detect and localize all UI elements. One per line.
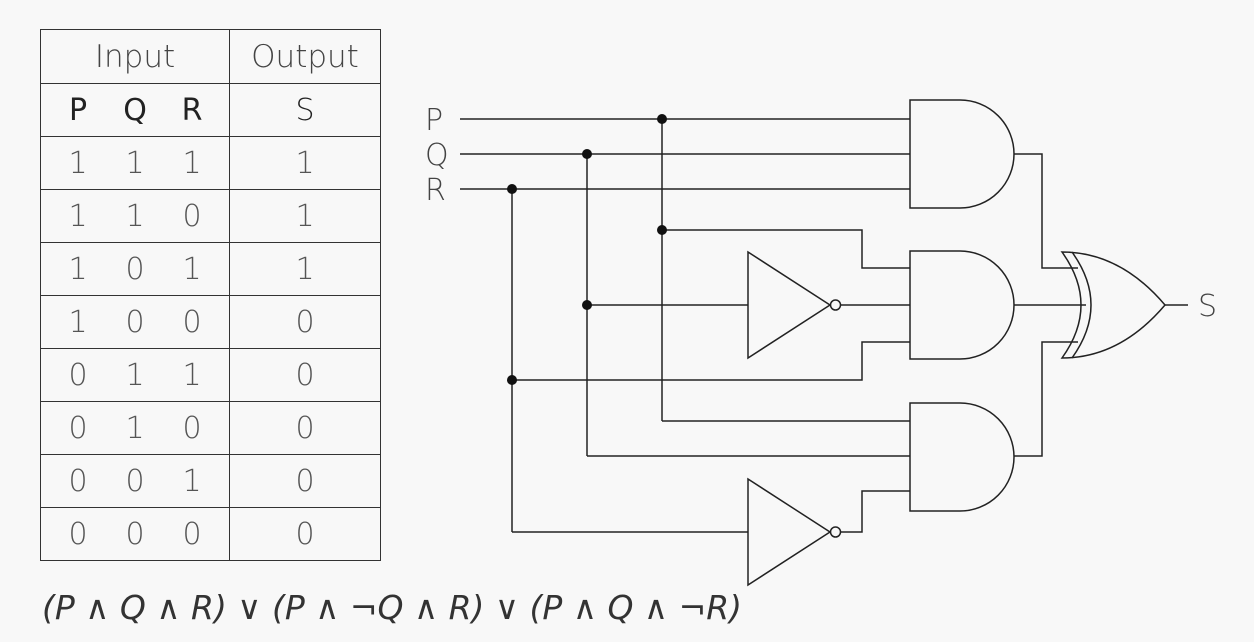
not-gate-1-bubble — [829, 299, 842, 311]
cell-q: 0 — [125, 463, 145, 499]
input-label-q: Q — [425, 138, 449, 173]
table-row: 1 1 0 1 — [40, 189, 381, 243]
cell-q: 1 — [125, 198, 145, 234]
truth-table: Input Output P Q R S 1 1 1 1 1 1 0 1 1 0… — [40, 29, 381, 561]
variable-row: P Q R S — [40, 83, 381, 137]
cell-r: 1 — [182, 357, 202, 393]
cell-r: 1 — [182, 463, 202, 499]
cell-r: 0 — [182, 516, 202, 552]
var-s: S — [295, 92, 315, 128]
junction-dot — [582, 300, 592, 310]
var-q: Q — [123, 92, 147, 128]
input-label-r: R — [425, 173, 446, 208]
cell-s: 1 — [295, 251, 315, 287]
cell-r: 1 — [182, 145, 202, 181]
cell-q: 0 — [125, 304, 145, 340]
cell-r: 1 — [182, 251, 202, 287]
cell-r: 0 — [182, 304, 202, 340]
cell-q: 0 — [125, 516, 145, 552]
cell-p: 0 — [68, 357, 88, 393]
input-label-p: P — [425, 103, 443, 138]
cell-q: 0 — [125, 251, 145, 287]
cell-p: 0 — [68, 463, 88, 499]
and-gate-1 — [909, 99, 1015, 209]
output-header: Output — [229, 29, 381, 84]
table-row: 0 0 1 0 — [40, 454, 381, 508]
cell-p: 1 — [68, 145, 88, 181]
input-header: Input — [40, 29, 230, 84]
table-row: 0 1 0 0 — [40, 401, 381, 455]
table-row: 1 0 1 1 — [40, 242, 381, 296]
not-gate-2 — [747, 477, 832, 587]
wire-and1-to-or — [1014, 153, 1078, 269]
cell-p: 0 — [68, 516, 88, 552]
var-r: R — [181, 92, 203, 128]
cell-p: 1 — [68, 198, 88, 234]
and-gate-2 — [909, 250, 1015, 360]
cell-s: 0 — [295, 357, 315, 393]
cell-s: 0 — [295, 304, 315, 340]
cell-q: 1 — [125, 145, 145, 181]
cell-q: 1 — [125, 357, 145, 393]
table-row: 1 1 1 1 — [40, 136, 381, 190]
junction-dot — [507, 184, 517, 194]
boolean-formula: (P ∧ Q ∧ R) ∨ (P ∧ ¬Q ∧ R) ∨ (P ∧ Q ∧ ¬R… — [42, 588, 743, 627]
and-gate-3 — [909, 402, 1015, 512]
wire-p-to-and2 — [662, 229, 910, 269]
cell-s: 0 — [295, 410, 315, 446]
cell-p: 0 — [68, 410, 88, 446]
cell-p: 1 — [68, 304, 88, 340]
wire-not2-to-and3 — [841, 490, 910, 533]
junction-dot — [657, 114, 667, 124]
wire-r-to-and2 — [512, 341, 910, 381]
output-label-s: S — [1198, 289, 1217, 324]
cell-s: 0 — [295, 516, 315, 552]
cell-q: 1 — [125, 410, 145, 446]
junction-dot — [582, 149, 592, 159]
or-gate-back — [1071, 251, 1092, 359]
cell-s: 1 — [295, 145, 315, 181]
not-gate-2-bubble — [829, 526, 842, 538]
or-gate — [1060, 251, 1166, 359]
junction-dot — [657, 225, 667, 235]
not-gate-1 — [747, 250, 832, 360]
wire-and3-to-or — [1014, 341, 1078, 457]
cell-s: 0 — [295, 463, 315, 499]
table-row: 0 0 0 0 — [40, 507, 381, 561]
cell-r: 0 — [182, 410, 202, 446]
cell-r: 0 — [182, 198, 202, 234]
cell-p: 1 — [68, 251, 88, 287]
table-row: 0 1 1 0 — [40, 348, 381, 402]
cell-s: 1 — [295, 198, 315, 234]
var-p: P — [68, 92, 88, 128]
junction-dot — [507, 375, 517, 385]
